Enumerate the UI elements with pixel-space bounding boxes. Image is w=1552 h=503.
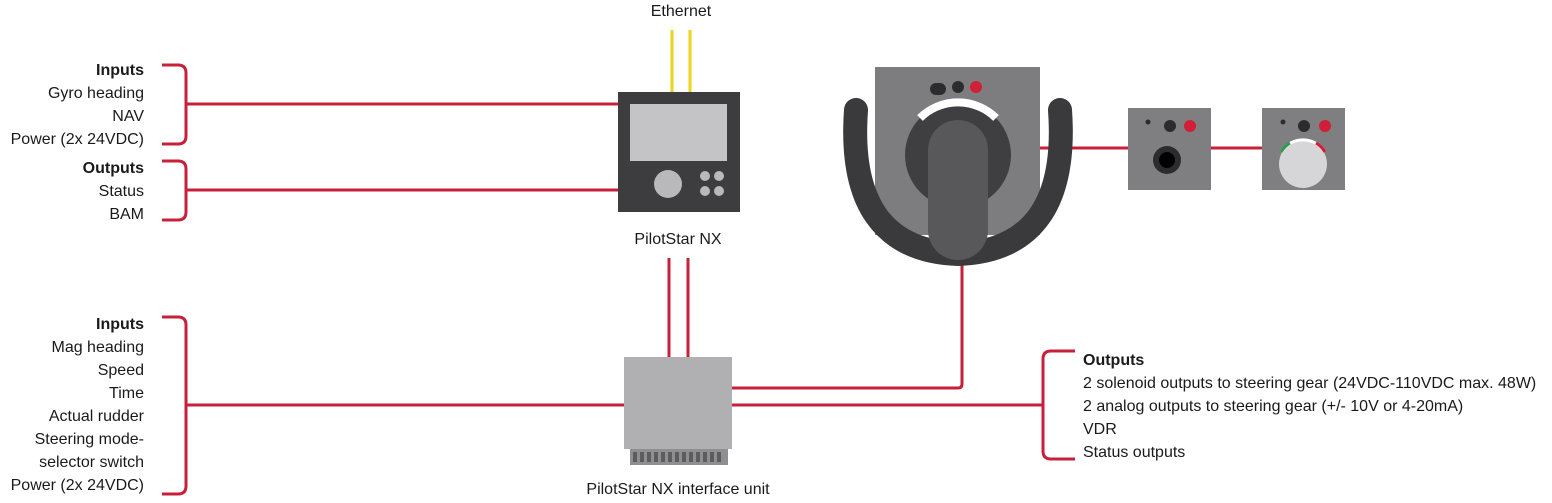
pilotstar-label: PilotStar NX <box>634 231 722 248</box>
pilotstar-knob <box>654 170 682 198</box>
top-outputs-bracket <box>162 159 620 222</box>
interface-unit <box>624 357 732 465</box>
ethernet-cable <box>670 30 692 93</box>
top-input-item: NAV <box>112 108 144 125</box>
bottom-input-item: Time <box>109 385 144 402</box>
output-item: 2 solenoid outputs to steering gear (24V… <box>1083 375 1537 392</box>
output-item: VDR <box>1083 421 1117 438</box>
pilotstar-nx-unit <box>618 92 740 212</box>
top-output-item: Status <box>98 183 144 200</box>
bottom-input-item: Actual rudder <box>48 408 144 425</box>
top-output-item: BAM <box>109 206 144 223</box>
outputs-heading: Outputs <box>1083 352 1145 369</box>
control-panel-1 <box>1128 108 1211 190</box>
interface-unit-label: PilotStar NX interface unit <box>586 481 770 498</box>
steering-lever-unit <box>843 67 1073 267</box>
top-input-item: Power (2x 24VDC) <box>10 131 144 148</box>
nx-to-interface-cable <box>667 258 690 357</box>
top-inputs-heading: Inputs <box>96 62 144 79</box>
output-item: 2 analog outputs to steering gear (+/- 1… <box>1083 398 1464 415</box>
top-inputs-bracket <box>162 63 620 146</box>
bottom-input-item: Steering mode- <box>34 431 144 448</box>
bottom-input-item: Mag heading <box>51 339 144 356</box>
interface-to-lever-cable <box>732 262 964 390</box>
bottom-inputs-bracket <box>162 315 624 496</box>
bottom-input-item: Power (2x 24VDC) <box>10 477 144 494</box>
control-panel-2 <box>1262 108 1345 190</box>
top-outputs-heading: Outputs <box>82 160 144 177</box>
ethernet-label: Ethernet <box>650 3 712 20</box>
bottom-input-item: selector switch <box>39 454 144 471</box>
pilotstar-screen <box>630 104 727 161</box>
output-item: Status outputs <box>1083 444 1186 461</box>
bottom-input-item: Speed <box>97 362 144 379</box>
outputs-bracket <box>732 349 1075 461</box>
top-input-item: Gyro heading <box>47 85 144 102</box>
bottom-inputs-heading: Inputs <box>96 316 144 333</box>
